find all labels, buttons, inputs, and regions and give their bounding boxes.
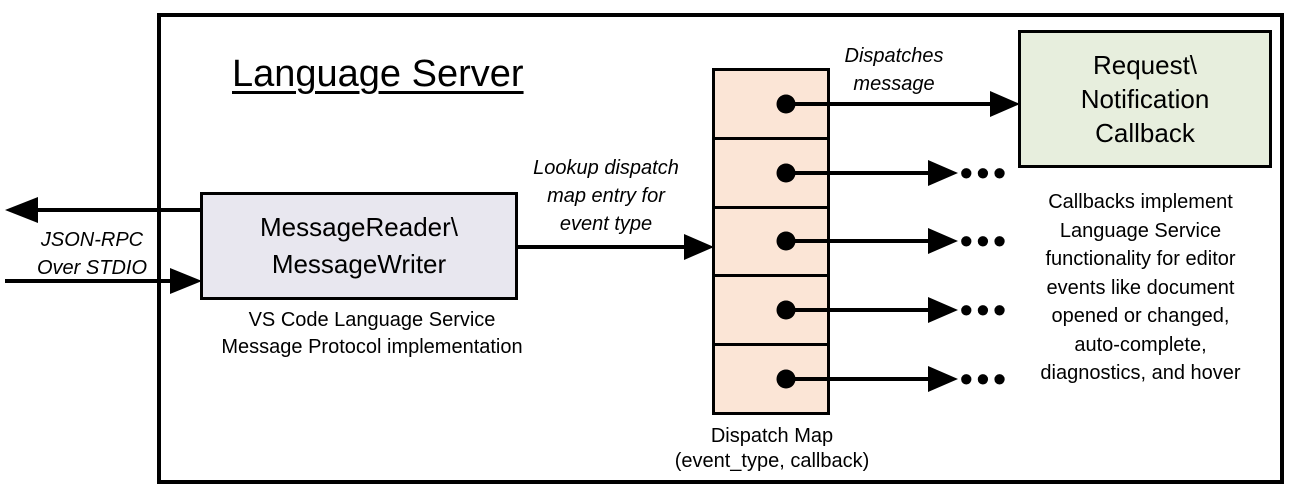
dispatch-map-slot-4 — [715, 277, 827, 347]
language-server-boundary-box — [157, 13, 1284, 484]
lookup-label-line1: Lookup dispatch — [533, 157, 679, 179]
callbacks-note-line7: diagnostics, and hover — [1040, 362, 1241, 384]
dispatch-map-slot-5 — [715, 346, 827, 412]
dispatch-map-box — [712, 68, 830, 415]
reader-caption-line1: VS Code Language Service — [248, 309, 496, 331]
callbacks-note: Callbacks implement Language Service fun… — [1000, 188, 1281, 388]
lookup-dispatch-label: Lookup dispatch map entry for event type — [506, 154, 706, 238]
callbacks-note-line3: functionality for editor — [1045, 248, 1236, 270]
ellipsis-row-5: ••• — [960, 358, 1010, 399]
io-label-line1: JSON-RPC — [40, 229, 144, 251]
reader-box-caption: VS Code Language Service Message Protoco… — [172, 307, 572, 361]
dispatch-map-slot-1 — [715, 71, 827, 140]
request-notification-callback-box: Request\ Notification Callback — [1018, 30, 1272, 168]
json-rpc-stdio-label: JSON-RPC Over STDIO — [2, 226, 182, 282]
dispatch-map-slot-3 — [715, 209, 827, 278]
callback-box-line2: Notification — [1080, 84, 1210, 114]
callbacks-note-line1: Callbacks implement — [1048, 191, 1233, 213]
io-label-line2: Over STDIO — [36, 257, 147, 279]
ellipsis-row-4: ••• — [960, 289, 1010, 330]
ellipsis-row-3: ••• — [960, 220, 1010, 261]
lookup-label-line3: event type — [559, 213, 653, 235]
callback-box-line3: Callback — [1095, 118, 1195, 148]
dispatches-label-line1: Dispatches — [844, 45, 944, 67]
dispatches-message-label: Dispatches message — [794, 42, 994, 98]
message-writer-label: MessageWriter — [271, 249, 447, 279]
callbacks-note-line4: events like document — [1046, 276, 1235, 299]
dispatch-map-caption-line2: (event_type, callback) — [674, 450, 870, 472]
callbacks-note-line6: auto-complete, — [1074, 333, 1207, 356]
lookup-label-line2: map entry for — [547, 185, 665, 207]
message-reader-writer-box: MessageReader\ MessageWriter — [200, 192, 518, 300]
dispatch-map-caption-line1: Dispatch Map — [710, 425, 834, 447]
diagram-title: Language Server — [232, 53, 524, 95]
dispatches-label-line2: message — [853, 73, 935, 95]
dispatch-map-slot-2 — [715, 140, 827, 209]
callback-box-line1: Request\ — [1092, 50, 1198, 80]
callbacks-note-line2: Language Service — [1059, 219, 1222, 242]
callbacks-note-line5: opened or changed, — [1051, 305, 1230, 327]
ellipsis-row-2: ••• — [960, 152, 1010, 193]
dispatch-map-caption: Dispatch Map (event_type, callback) — [622, 424, 922, 474]
reader-caption-line2: Message Protocol implementation — [221, 336, 523, 358]
message-reader-label: MessageReader\ — [260, 212, 458, 242]
